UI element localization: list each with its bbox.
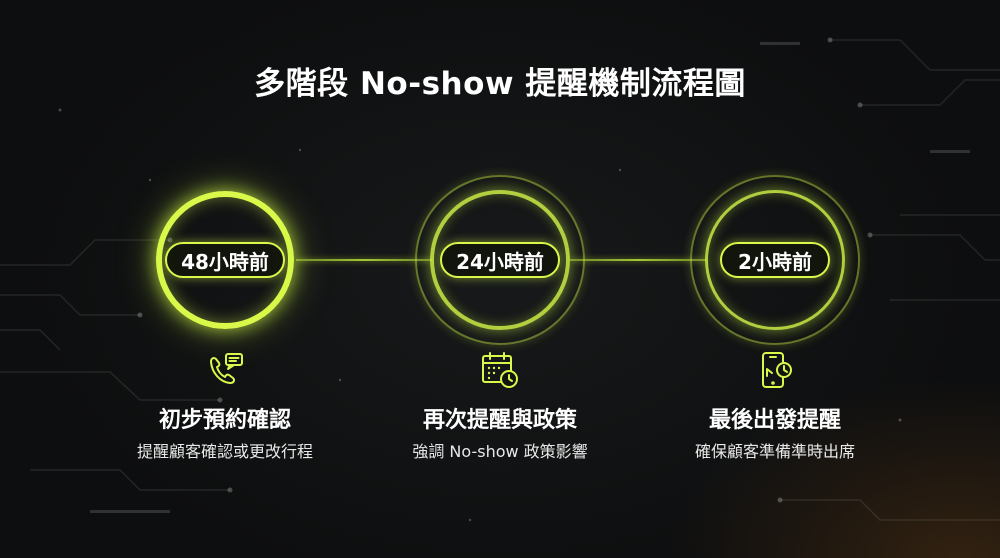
calendar-clock-icon [482, 352, 518, 388]
step-ring-1 [156, 191, 294, 329]
connector-line-2 [570, 259, 706, 261]
connector-line-1 [296, 259, 432, 261]
step-time-label-3: 2小時前 [720, 242, 830, 278]
step-ring-outer-3 [690, 175, 860, 345]
step-ring-3 [705, 190, 845, 330]
step-ring-outer-2 [415, 175, 585, 345]
step-ring-2 [430, 190, 570, 330]
step-title-3: 最後出發提醒 [708, 408, 841, 433]
diagram-title: 多階段 No-show 提醒機制流程圖 [254, 66, 746, 102]
step-desc-3: 確保顧客準備準時出席 [694, 442, 855, 461]
step-time-label-2: 24小時前 [440, 242, 560, 278]
step-title-1: 初步預約確認 [158, 408, 291, 433]
step-title-2: 再次提醒與政策 [422, 408, 577, 433]
mobile-alert-icon [762, 352, 792, 388]
step-desc-2: 強調 No-show 政策影響 [412, 442, 588, 461]
step-desc-1: 提醒顧客確認或更改行程 [136, 442, 313, 461]
phone-chat-icon [210, 353, 243, 384]
step-time-label-1: 48小時前 [165, 242, 285, 278]
